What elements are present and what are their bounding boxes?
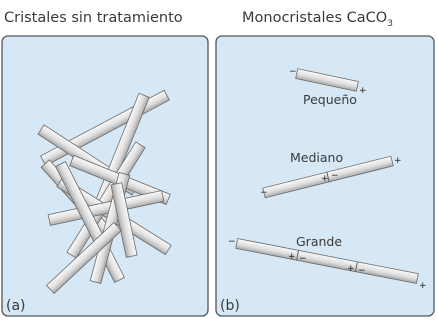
crystal-large-label: Grande (296, 234, 342, 249)
crystal-large-minus: − (228, 237, 236, 247)
crystal-medium (262, 155, 394, 199)
crystal-medium-mid-plus: + (321, 174, 329, 184)
untreated-crystal-rod-body (46, 222, 122, 294)
crystal-large-boundary-2 (355, 261, 358, 272)
untreated-crystal-rod (110, 182, 138, 258)
untreated-crystal-rod-body (110, 182, 138, 258)
crystal-large-mid-plus-2: + (347, 264, 355, 274)
crystal-large-mid-minus-2: − (358, 266, 366, 276)
crystal-medium-plus: + (394, 156, 402, 166)
crystal-small-body (295, 68, 359, 92)
crystal-small-minus: − (289, 67, 297, 77)
crystal-large-mid-plus-1: + (288, 252, 296, 262)
crystal-small-plus: + (359, 86, 367, 96)
crystal-medium-label: Mediano (290, 150, 343, 165)
panel-b-title-main: Monocristales CaCO (242, 10, 387, 26)
untreated-crystals-group (37, 89, 172, 294)
panel-b-title-subscript: 3 (387, 19, 393, 29)
panel-a-title: Cristales sin tratamiento (4, 10, 183, 26)
crystal-medium-boundary (326, 172, 330, 182)
untreated-crystal-rod (46, 222, 122, 294)
crystal-large-plus: + (419, 281, 427, 291)
panel-b-title: Monocristales CaCO3 (242, 10, 393, 29)
crystal-large-mid-minus-1: − (299, 254, 307, 264)
untreated-crystal-rod (47, 190, 165, 226)
panel-b-letter: (b) (220, 298, 240, 314)
crystal-large-boundary-1 (296, 250, 299, 261)
crystal-medium-minus: − (260, 188, 268, 198)
crystal-large (235, 238, 419, 284)
crystal-small (295, 68, 359, 92)
crystal-medium-mid-minus: − (331, 171, 339, 181)
crystal-large-body (235, 238, 419, 284)
panel-a-letter: (a) (6, 298, 26, 314)
untreated-crystal-rod-body (47, 190, 165, 226)
crystal-small-label: Pequeño (303, 92, 357, 107)
